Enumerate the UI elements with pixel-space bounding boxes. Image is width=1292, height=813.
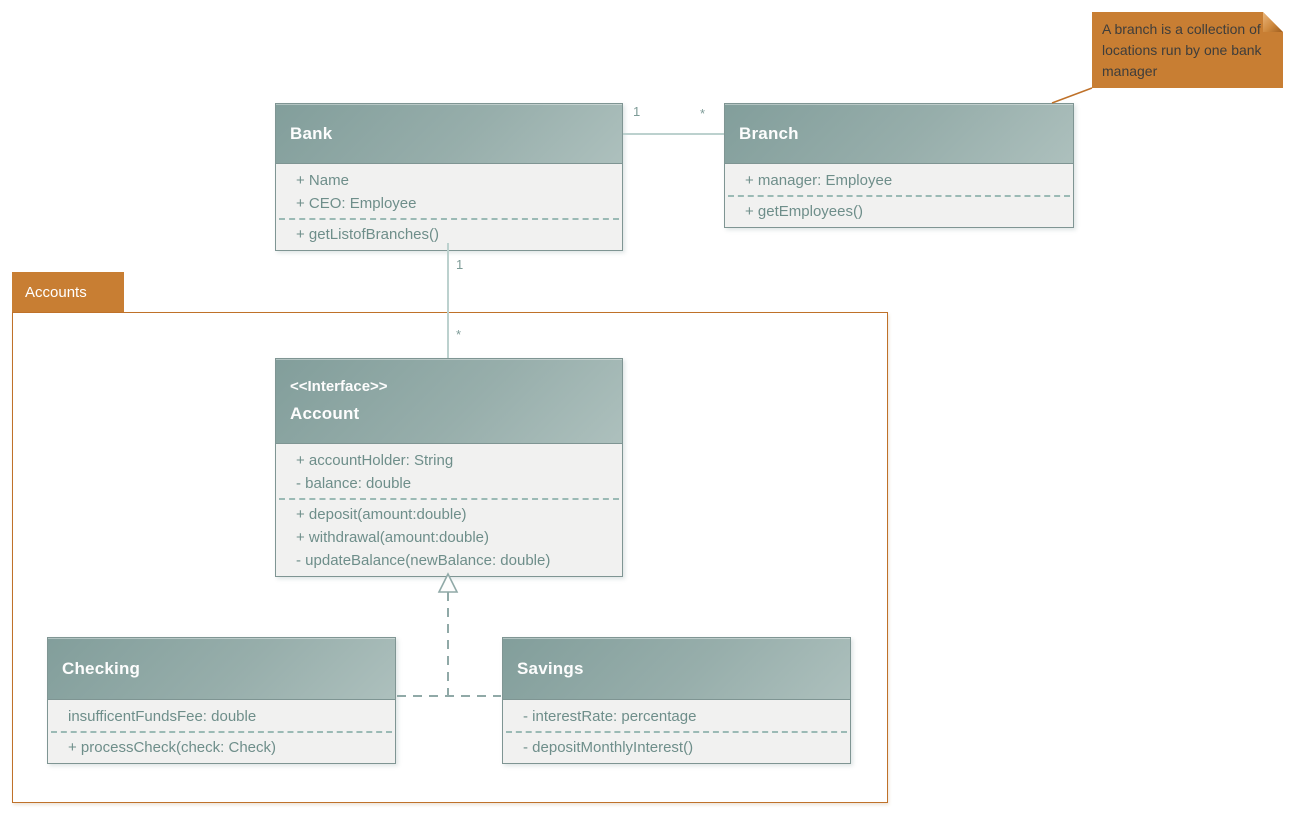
class-branch-body: + manager: Employee + getEmployees(): [725, 164, 1073, 227]
attribute-row: + CEO: Employee: [296, 195, 417, 212]
class-bank-title: Bank: [290, 123, 333, 143]
method-row: - updateBalance(newBalance: double): [296, 552, 551, 569]
class-savings-title: Savings: [517, 658, 584, 678]
class-checking-header: Checking: [48, 638, 395, 700]
class-branch-header: Branch: [725, 104, 1073, 164]
class-account-title: Account: [290, 404, 360, 423]
method-row: + getListofBranches(): [296, 226, 439, 243]
attributes-methods-divider: [279, 498, 619, 500]
note-text: A branch is a collection of locations ru…: [1102, 21, 1262, 79]
class-branch[interactable]: Branch + manager: Employee + getEmployee…: [724, 103, 1074, 228]
class-savings-body: - interestRate: percentage - depositMont…: [503, 700, 850, 763]
method-row: + processCheck(check: Check): [68, 739, 276, 756]
attribute-row: - interestRate: percentage: [523, 708, 697, 725]
class-bank-body: + Name + CEO: Employee + getListofBranch…: [276, 164, 622, 250]
class-account-body: + accountHolder: String - balance: doubl…: [276, 444, 622, 576]
attribute-row: + Name: [296, 172, 349, 189]
attribute-row: - balance: double: [296, 475, 412, 492]
multiplicity-account-side: *: [456, 327, 462, 342]
multiplicity-bank-side-account: 1: [456, 257, 464, 272]
class-branch-title: Branch: [739, 123, 799, 143]
attribute-row: insufficentFundsFee: double: [68, 708, 257, 725]
class-bank-header: Bank: [276, 104, 622, 164]
class-checking-title: Checking: [62, 658, 141, 678]
method-row: + deposit(amount:double): [296, 506, 467, 523]
class-bank[interactable]: Bank + Name + CEO: Employee + getListofB…: [275, 103, 623, 251]
note-connector-line: [1051, 87, 1093, 104]
method-row: + withdrawal(amount:double): [296, 529, 490, 546]
accounts-frame-tab[interactable]: Accounts: [12, 272, 124, 312]
accounts-frame[interactable]: [12, 312, 888, 803]
multiplicity-bank-side-branch: 1: [633, 104, 641, 119]
method-row: - depositMonthlyInterest(): [523, 739, 694, 756]
attributes-methods-divider: [728, 195, 1070, 197]
accounts-frame-label: Accounts: [25, 283, 87, 301]
method-row: + getEmployees(): [745, 203, 863, 220]
attribute-row: + accountHolder: String: [296, 452, 454, 469]
note-branch-comment[interactable]: A branch is a collection of locations ru…: [1092, 12, 1283, 88]
class-savings[interactable]: Savings - interestRate: percentage - dep…: [502, 637, 851, 764]
class-account-header: <<Interface>> Account: [276, 359, 622, 444]
attributes-methods-divider: [279, 218, 619, 220]
class-checking-body: insufficentFundsFee: double + processChe…: [48, 700, 395, 763]
note-folded-corner: [1263, 12, 1283, 32]
attributes-methods-divider: [51, 731, 392, 733]
class-checking[interactable]: Checking insufficentFundsFee: double + p…: [47, 637, 396, 764]
class-account-stereotype: <<Interface>>: [290, 378, 388, 395]
class-savings-header: Savings: [503, 638, 850, 700]
attributes-methods-divider: [506, 731, 847, 733]
class-account[interactable]: <<Interface>> Account + accountHolder: S…: [275, 358, 623, 577]
attribute-row: + manager: Employee: [745, 172, 893, 189]
multiplicity-branch-side: *: [700, 106, 706, 121]
